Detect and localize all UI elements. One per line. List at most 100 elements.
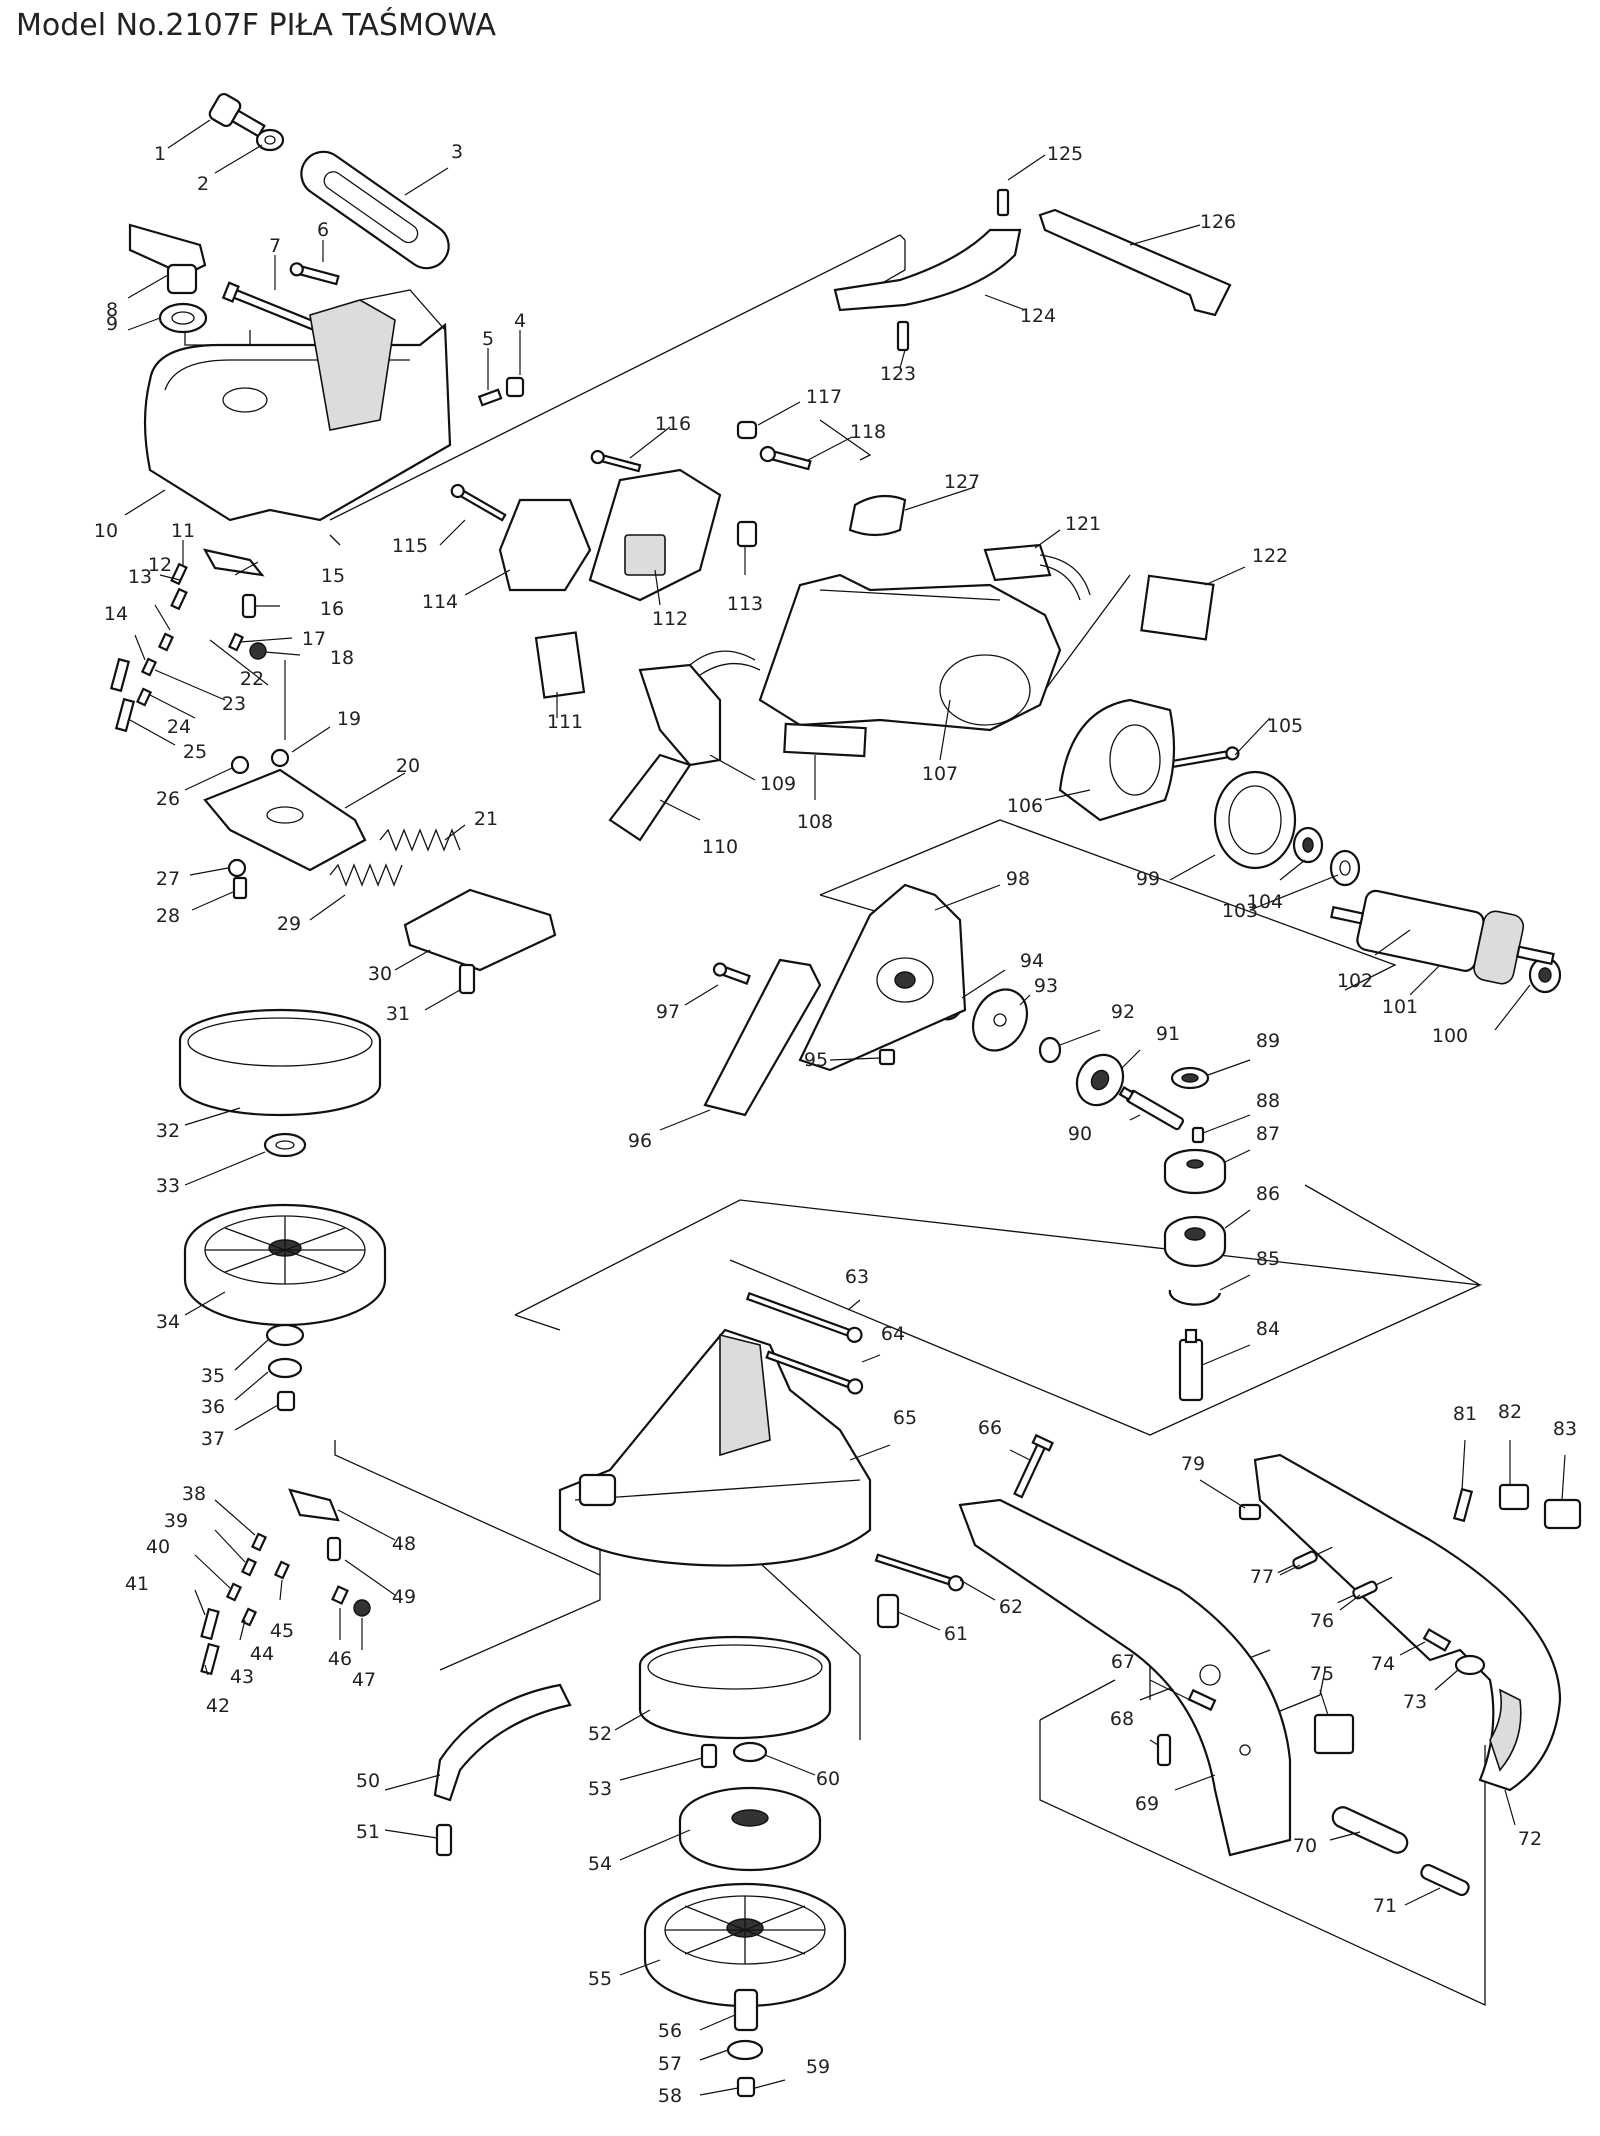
part-label: 35: [201, 1365, 225, 1387]
part-label: 102: [1337, 970, 1373, 992]
part-label: 21: [474, 808, 498, 830]
part-label: 86: [1256, 1183, 1280, 1205]
part-label: 81: [1453, 1403, 1477, 1425]
part-label: 117: [806, 386, 842, 408]
part-label: 114: [422, 591, 458, 613]
part-label: 33: [156, 1175, 180, 1197]
part-label: 123: [880, 363, 916, 385]
part-label: 46: [328, 1648, 352, 1670]
part-label: 103: [1222, 900, 1258, 922]
part-label: 65: [893, 1407, 917, 1429]
part-label: 106: [1007, 795, 1043, 817]
part-label: 109: [760, 773, 796, 795]
part-label: 61: [944, 1623, 968, 1645]
part-label: 87: [1256, 1123, 1280, 1145]
part-label: 125: [1047, 143, 1083, 165]
part-label: 40: [146, 1536, 170, 1558]
part-label: 17: [302, 628, 326, 650]
leader-lines: [124, 119, 1566, 2096]
part-label: 94: [1020, 950, 1044, 972]
part-label: 100: [1432, 1025, 1468, 1047]
part-label: 95: [804, 1049, 828, 1071]
part-label: 90: [1068, 1123, 1092, 1145]
part-label: 58: [658, 2085, 682, 2107]
part-label: 97: [656, 1001, 680, 1023]
part-label: 5: [482, 328, 494, 350]
part-label: 42: [206, 1695, 230, 1717]
part-label: 45: [270, 1620, 294, 1642]
part-label: 37: [201, 1428, 225, 1450]
part-label: 63: [845, 1266, 869, 1288]
part-label: 76: [1310, 1610, 1334, 1632]
part-label: 9: [106, 313, 118, 335]
part-label: 2: [197, 173, 209, 195]
part-label: 49: [392, 1586, 416, 1608]
part-label: 79: [1181, 1453, 1205, 1475]
part-label: 104: [1247, 891, 1283, 913]
part-label: 71: [1373, 1895, 1397, 1917]
part-labels: 1 2 3 4 5 6 7 8 9 10 11 12 13 14 15 16 1…: [94, 141, 1577, 2107]
part-label: 47: [352, 1669, 376, 1691]
part-label: 72: [1518, 1828, 1542, 1850]
part-label: 53: [588, 1778, 612, 1800]
part-label: 118: [850, 421, 886, 443]
part-label: 16: [320, 598, 344, 620]
part-label: 101: [1382, 996, 1418, 1018]
part-label: 34: [156, 1311, 180, 1333]
part-label: 122: [1252, 545, 1288, 567]
part-label: 112: [652, 608, 688, 630]
part-label: 52: [588, 1723, 612, 1745]
part-label: 67: [1111, 1651, 1135, 1673]
part-label: 3: [451, 141, 463, 163]
part-label: 10: [94, 520, 118, 542]
part-label: 93: [1034, 975, 1058, 997]
part-label: 38: [182, 1483, 206, 1505]
part-label: 15: [321, 565, 345, 587]
part-label: 60: [816, 1768, 840, 1790]
part-label: 25: [183, 741, 207, 763]
part-label: 124: [1020, 305, 1056, 327]
part-label: 30: [368, 963, 392, 985]
part-label: 59: [806, 2056, 830, 2078]
part-label: 48: [392, 1533, 416, 1555]
part-label: 28: [156, 905, 180, 927]
part-label: 70: [1293, 1835, 1317, 1857]
part-label: 66: [978, 1417, 1002, 1439]
part-label: 7: [269, 235, 281, 257]
part-label: 57: [658, 2053, 682, 2075]
part-label: 110: [702, 836, 738, 858]
part-label: 13: [128, 566, 152, 588]
part-label: 18: [330, 647, 354, 669]
part-label: 69: [1135, 1793, 1159, 1815]
part-label: 55: [588, 1968, 612, 1990]
part-label: 88: [1256, 1090, 1280, 1112]
part-label: 23: [222, 693, 246, 715]
part-label: 51: [356, 1821, 380, 1843]
part-label: 64: [881, 1323, 905, 1345]
part-label: 1: [154, 143, 166, 165]
part-drawings: [109, 92, 1582, 2098]
part-label: 116: [655, 413, 691, 435]
part-label: 121: [1065, 513, 1101, 535]
part-label: 39: [164, 1510, 188, 1532]
part-label: 105: [1267, 715, 1303, 737]
part-label: 127: [944, 471, 980, 493]
part-label: 20: [396, 755, 420, 777]
part-label: 14: [104, 603, 128, 625]
part-label: 4: [514, 310, 526, 332]
part-label: 77: [1250, 1566, 1274, 1588]
part-label: 32: [156, 1120, 180, 1142]
part-label: 43: [230, 1666, 254, 1688]
part-label: 83: [1553, 1418, 1577, 1440]
part-label: 111: [547, 711, 583, 733]
part-label: 126: [1200, 211, 1236, 233]
part-label: 85: [1256, 1248, 1280, 1270]
part-label: 19: [337, 708, 361, 730]
part-label: 91: [1156, 1023, 1180, 1045]
part-label: 115: [392, 535, 428, 557]
part-label: 11: [171, 520, 195, 542]
part-label: 107: [922, 763, 958, 785]
part-label: 92: [1111, 1001, 1135, 1023]
part-label: 113: [727, 593, 763, 615]
